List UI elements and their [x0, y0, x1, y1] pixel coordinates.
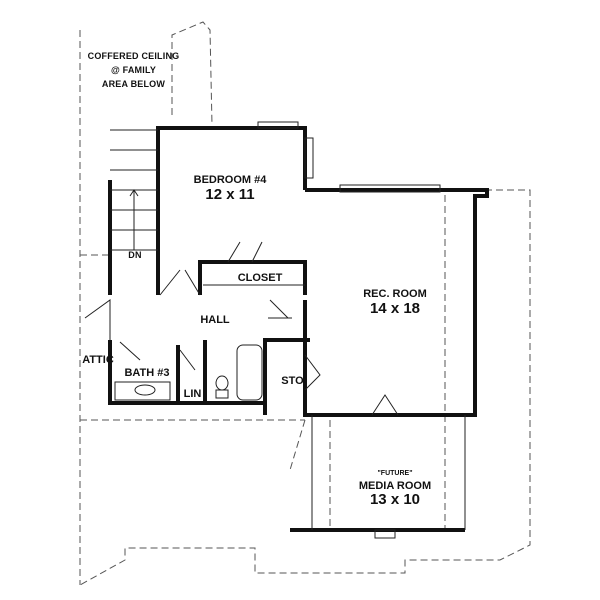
attic-door [84, 299, 111, 340]
sink [134, 384, 156, 396]
toilet [215, 375, 229, 391]
media-room-name: MEDIA ROOM [358, 480, 432, 492]
bedroom-door [159, 269, 201, 296]
sto-name: STO. [281, 375, 307, 387]
dashed-top-outline [171, 21, 213, 126]
rec-room-wall [303, 188, 489, 417]
coffered-note-line1: COFFERED CEILING [87, 51, 180, 61]
vanity [114, 381, 171, 401]
attic-label: ATTIC [82, 354, 114, 366]
window-top [257, 121, 299, 129]
hall-door [268, 299, 292, 319]
stair-dn-label: DN [128, 250, 142, 260]
closet-doors [227, 241, 263, 263]
bedroom4-dims: 12 x 11 [205, 186, 255, 203]
window-rec [339, 184, 441, 193]
bath3-name: BATH #3 [124, 367, 170, 379]
lin-name: LIN [183, 388, 202, 400]
bedroom4-name: BEDROOM #4 [193, 174, 267, 186]
walls [108, 126, 489, 532]
media-room-tag: "FUTURE" [377, 470, 413, 477]
rec-door [371, 394, 399, 416]
rec-room-dims: 14 x 18 [369, 300, 421, 317]
sto-door [304, 354, 321, 391]
toilet-tank [215, 389, 229, 399]
tub [236, 344, 263, 401]
dashed-diagonal [289, 419, 306, 471]
coffered-note-line2: @ FAMILY [110, 65, 157, 75]
rec-room-name: REC. ROOM [363, 288, 427, 300]
window-side [304, 137, 314, 179]
dashed-right-outline [79, 189, 531, 586]
stair-arrow-head [129, 189, 139, 197]
dashed-outlines [79, 21, 531, 586]
coffered-note-line3: AREA BELOW [101, 79, 166, 89]
bedroom-wall [156, 126, 307, 295]
closet-name: CLOSET [237, 272, 283, 284]
media-window [374, 529, 396, 539]
media-room-dims: 13 x 10 [369, 491, 421, 508]
details [84, 121, 466, 539]
bath-door [119, 341, 196, 371]
hall-name: HALL [200, 314, 230, 326]
